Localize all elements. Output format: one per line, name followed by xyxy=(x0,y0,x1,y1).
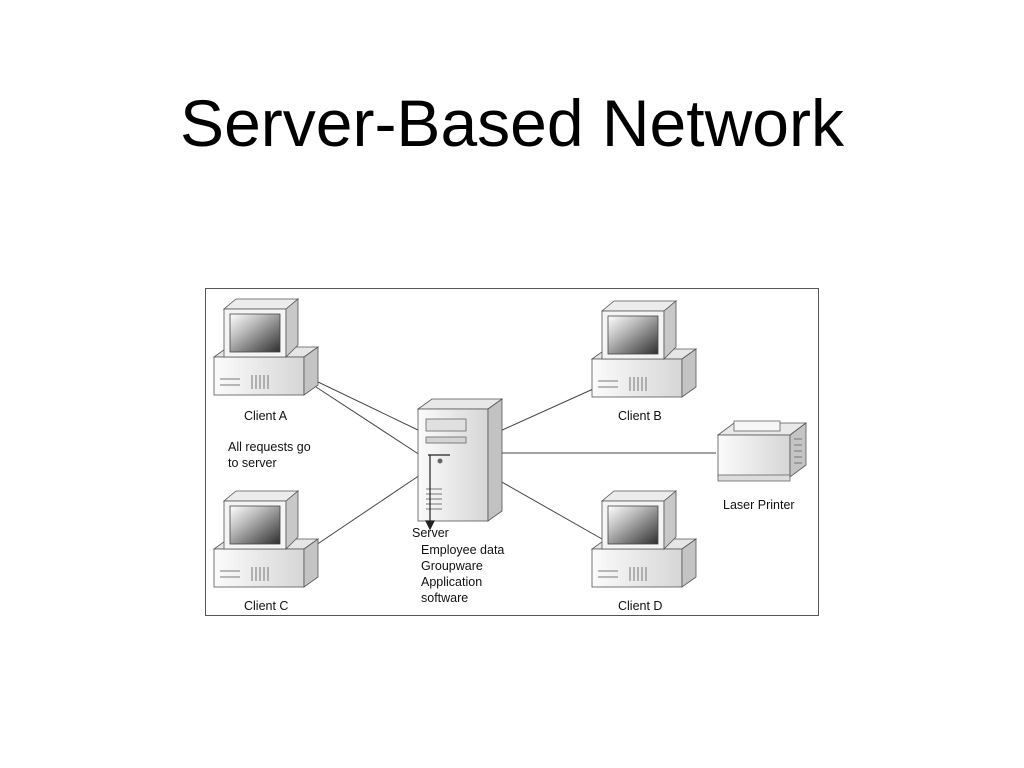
client-c-computer-icon xyxy=(213,490,319,588)
server-content-application: Application xyxy=(421,575,483,589)
line-client-a-1 xyxy=(315,380,421,432)
server-content-employee-data: Employee data xyxy=(421,543,505,557)
server-contents: Employee data Groupware Application soft… xyxy=(421,542,504,606)
request-arrow xyxy=(425,454,450,531)
client-d-computer-icon xyxy=(591,490,697,588)
line-client-b xyxy=(499,384,603,432)
server-content-groupware: Groupware xyxy=(421,559,483,573)
line-client-d xyxy=(499,480,603,540)
client-b-label: Client B xyxy=(618,409,662,423)
laser-printer-label: Laser Printer xyxy=(723,498,795,512)
requests-note: All requests go to server xyxy=(228,439,311,471)
laser-printer-icon xyxy=(716,420,808,482)
client-a-computer-icon xyxy=(213,298,319,396)
line-client-a-2 xyxy=(315,386,421,456)
server-label: Server xyxy=(412,526,449,540)
requests-note-line-1: All requests go xyxy=(228,440,311,454)
server-content-software: software xyxy=(421,591,469,605)
client-b-computer-icon xyxy=(591,300,697,398)
network-diagram: Client A Client B Client C Client D All … xyxy=(205,288,819,616)
line-client-c xyxy=(315,474,421,546)
server-tower-icon xyxy=(416,398,504,522)
network-svg xyxy=(213,298,808,588)
connection-lines xyxy=(315,380,716,546)
requests-note-line-2: to server xyxy=(228,456,277,470)
slide-title: Server-Based Network xyxy=(180,86,844,160)
client-d-label: Client D xyxy=(618,599,663,613)
client-c-label: Client C xyxy=(244,599,289,613)
client-a-label: Client A xyxy=(244,409,288,423)
